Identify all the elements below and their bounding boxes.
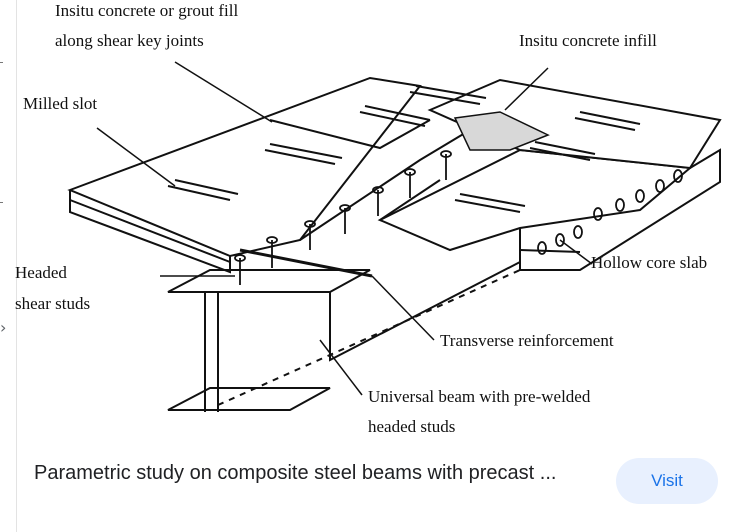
- label-transverse: Transverse reinforcement: [440, 331, 614, 350]
- headed-shear-studs: [234, 150, 452, 285]
- milled-slot: [574, 111, 641, 131]
- slab-right-layer: [519, 249, 581, 253]
- edge-tick: [0, 62, 3, 63]
- milled-slot: [359, 105, 431, 127]
- label-concrete-infill: Insitu concrete infill: [519, 31, 657, 50]
- label-milled-slot: Milled slot: [23, 94, 98, 113]
- label-beam-2: headed studs: [368, 417, 456, 436]
- composite-beam-diagram[interactable]: [17, 0, 753, 450]
- label-grout-fill-1: Insitu concrete or grout fill: [55, 1, 239, 20]
- label-hollow-core: Hollow core slab: [591, 253, 708, 272]
- milled-slot: [167, 179, 239, 201]
- milled-slot: [409, 85, 487, 105]
- joint-line: [299, 129, 471, 241]
- leader-milled: [96, 127, 176, 187]
- shear-key-joint: [269, 119, 431, 150]
- leader-grout: [174, 61, 273, 123]
- slab-left-top: [67, 76, 422, 258]
- slab-left-layer: [69, 199, 231, 263]
- leader-beam: [319, 339, 363, 396]
- milled-slot: [264, 143, 343, 165]
- label-headed-2: shear studs: [15, 294, 91, 313]
- transverse-reinforcement-bar: [239, 248, 373, 278]
- milled-slot: [454, 193, 526, 213]
- image-preview-panel: Insitu concrete or grout fill along shea…: [15, 0, 753, 532]
- result-caption-link[interactable]: Parametric study on composite steel beam…: [34, 462, 557, 484]
- beam-web: [204, 292, 219, 412]
- concrete-infill-patch: [453, 111, 550, 151]
- hollow-cores: [537, 169, 683, 255]
- left-panel-edge: ›: [0, 0, 17, 532]
- label-beam-1: Universal beam with pre-welded: [368, 387, 591, 406]
- label-grout-fill-2: along shear key joints: [55, 31, 204, 50]
- chevron-right-icon[interactable]: ›: [0, 318, 7, 337]
- leader-infill: [504, 67, 549, 111]
- beam-bottom-flange: [167, 387, 331, 411]
- beam-top-flange: [167, 269, 371, 293]
- edge-tick: [0, 202, 3, 203]
- beam-web-far: [329, 261, 521, 362]
- slab-right-front: [519, 148, 721, 271]
- leader-transverse: [371, 275, 435, 341]
- milled-slot: [529, 141, 596, 161]
- visit-button[interactable]: Visit: [616, 458, 718, 504]
- joint-line-2: [379, 179, 441, 221]
- label-headed-1: Headed: [15, 263, 67, 282]
- leader-hollow: [559, 239, 593, 265]
